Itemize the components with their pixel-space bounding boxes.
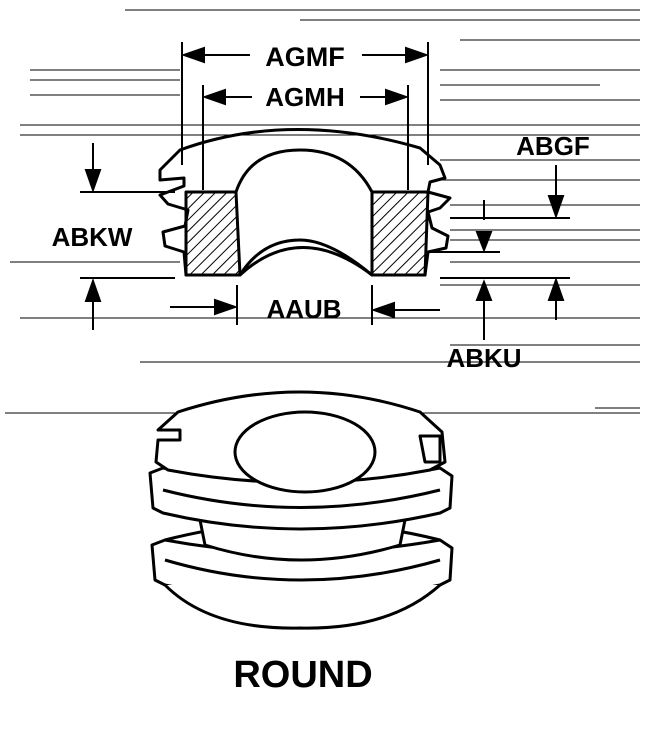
perspective-view (148, 390, 454, 630)
dimension-abkw (80, 143, 175, 330)
label-abgf: ABGF (516, 131, 590, 161)
bore-hole (233, 410, 377, 494)
label-aaub: AAUB (266, 294, 341, 324)
label-agmf: AGMF (265, 42, 344, 72)
right-wall-section (370, 190, 430, 277)
section-view (158, 128, 452, 277)
dimension-agmh (201, 85, 410, 190)
left-wall-section (184, 190, 242, 277)
bore-arch (234, 148, 374, 193)
scan-line-artifacts (5, 9, 640, 414)
label-abku: ABKU (446, 343, 521, 373)
caption-round: ROUND (233, 654, 372, 696)
label-abkw: ABKW (52, 222, 133, 252)
inner-lower-curve (238, 246, 373, 277)
dimension-abku (430, 200, 500, 340)
label-agmh: AGMH (265, 82, 344, 112)
dimension-aaub (170, 285, 440, 325)
dimension-agmf (180, 42, 430, 165)
dimension-abgf (440, 165, 570, 320)
